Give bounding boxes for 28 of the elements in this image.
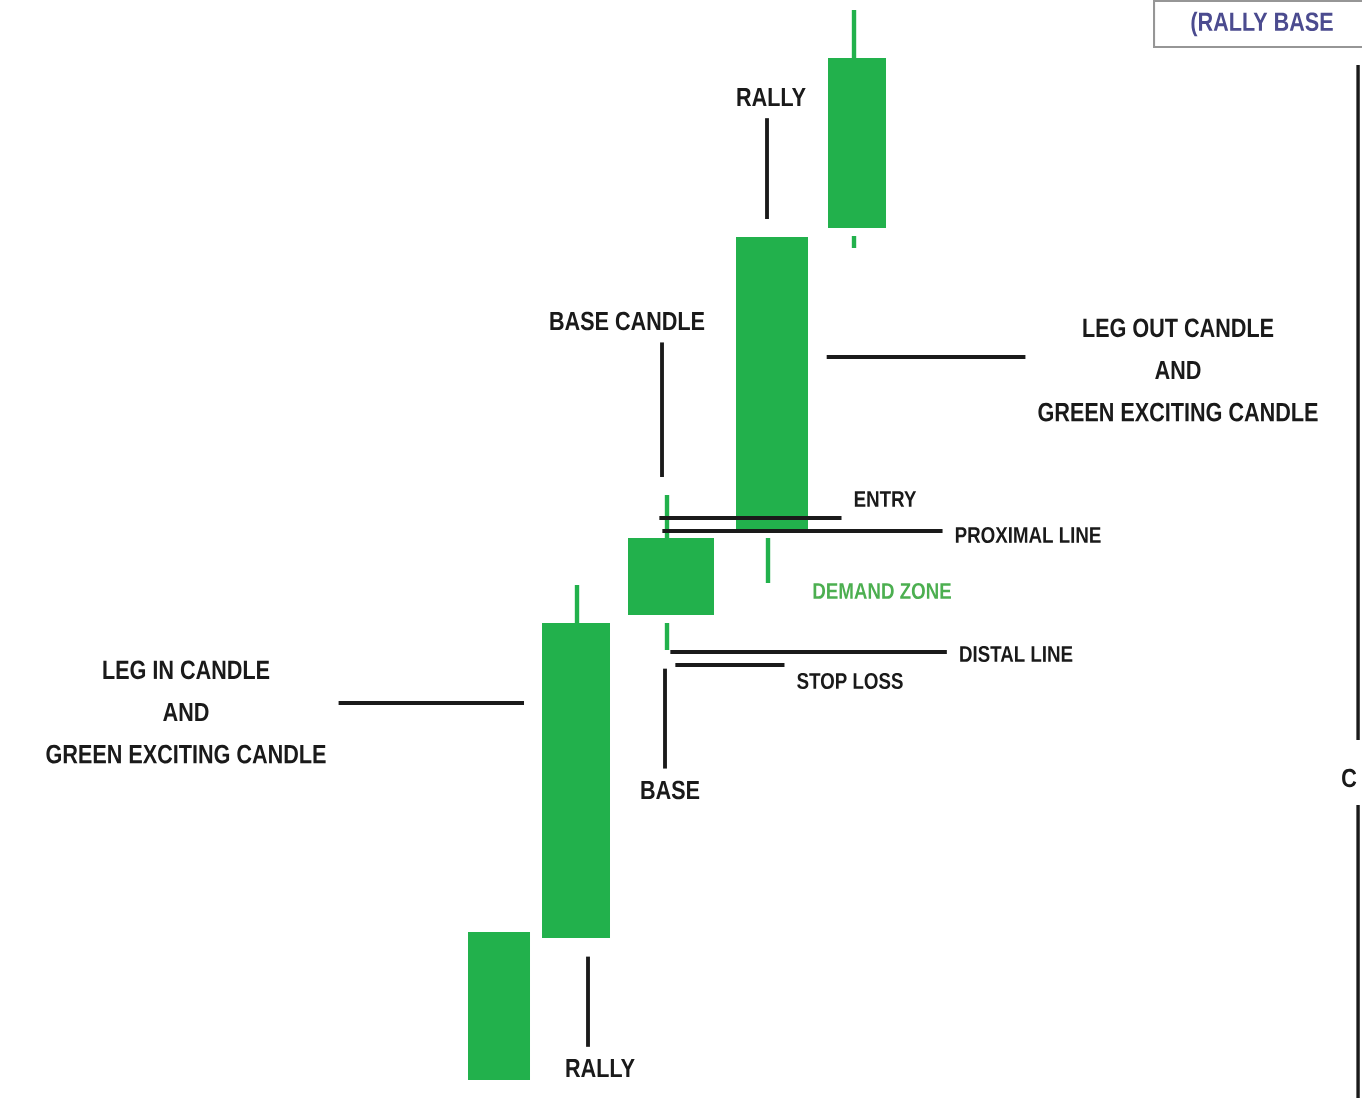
leader-line (826, 355, 1026, 359)
heading-box: (RALLY BASE (1152, 0, 1362, 49)
label-text: LEG OUT CANDLE AND GREEN EXCITING CANDLE (1038, 318, 1318, 422)
label-text: ENTRY (854, 491, 917, 507)
leader-line (670, 650, 947, 654)
candlestick (468, 932, 530, 1080)
leader-line (675, 663, 785, 667)
label-text: DEMAND ZONE (813, 582, 951, 600)
label-text: STOP LOSS (797, 672, 903, 690)
label-text: DISTAL LINE (960, 645, 1073, 663)
leader-line (765, 118, 769, 219)
leader-line (663, 668, 667, 769)
leader-line (662, 529, 943, 533)
label-text: RALLY (737, 87, 806, 107)
candlestick (828, 10, 886, 248)
candlestick (542, 585, 610, 938)
leader-line (338, 701, 524, 705)
label-text: LEG IN CANDLE AND GREEN EXCITING CANDLE (46, 660, 326, 764)
label-text: BASE CANDLE (550, 311, 705, 331)
label-text: BASE (641, 780, 700, 800)
label-text: PROXIMAL LINE (955, 526, 1101, 544)
leader-line (586, 956, 590, 1047)
leader-line (659, 516, 842, 520)
candlestick (628, 495, 714, 650)
label-text: RALLY (566, 1058, 635, 1078)
candlestick (736, 237, 808, 583)
label-text: C (1342, 768, 1357, 788)
leader-line (660, 342, 664, 477)
